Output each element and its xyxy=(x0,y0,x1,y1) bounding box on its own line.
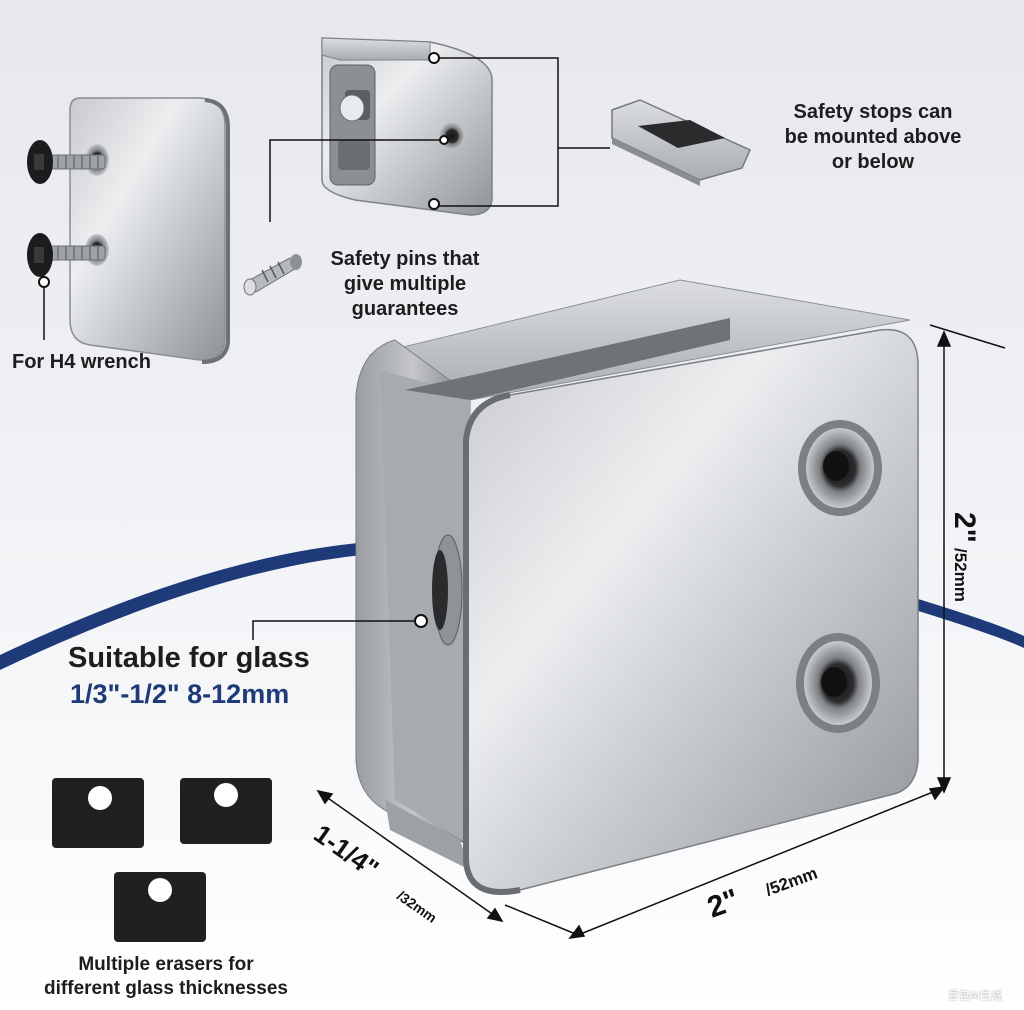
inner-bracket xyxy=(321,37,493,216)
safety-pins-line-1: Safety pins that xyxy=(330,248,480,270)
erasers-line-1: Multiple erasers for xyxy=(78,954,254,975)
glass-range: 1/3"-1/2" 8-12mm xyxy=(70,679,290,709)
height-dimension-label: 2" xyxy=(948,512,981,543)
watermark: 豆包AI生成 xyxy=(947,990,1003,1002)
screw-bottom xyxy=(27,233,106,277)
width-dimension-label: 2" xyxy=(703,883,743,925)
safety-stops-line-1: Safety stops can xyxy=(793,101,953,123)
erasers-line-2: different glass thicknesses xyxy=(44,977,288,999)
wrench-callout: For H4 wrench xyxy=(12,351,151,373)
gasket-3 xyxy=(114,872,206,942)
safety-pins-callout: Safety pins that give multiple guarantee… xyxy=(306,247,504,322)
dimension-depth-line xyxy=(316,789,504,923)
gasket-1 xyxy=(52,778,144,848)
dimension-height-line xyxy=(929,324,1006,794)
main-clamp xyxy=(355,279,919,895)
background-arc-right xyxy=(915,598,1024,648)
depth-dimension-sub: /32mm xyxy=(394,887,440,926)
gasket-2 xyxy=(180,778,272,844)
safety-stops-callout: Safety stops can be mounted above or bel… xyxy=(762,100,984,175)
screw-top xyxy=(27,140,106,184)
safety-stop xyxy=(611,99,751,186)
safety-stops-line-2: be mounted above xyxy=(784,126,962,148)
depth-dimension-label: 1-1/4" xyxy=(309,818,385,884)
safety-pin xyxy=(243,254,302,296)
safety-pins-line-3: guarantees xyxy=(351,298,459,320)
safety-stops-line-3: or below xyxy=(831,151,915,173)
erasers-callout: Multiple erasers for different glass thi… xyxy=(14,953,318,1001)
height-dimension-sub: /52mm xyxy=(951,548,970,602)
dimension-width-line xyxy=(504,786,946,939)
safety-pins-line-2: give multiple xyxy=(343,273,467,295)
cover-plate xyxy=(69,97,230,364)
width-dimension-sub: /52mm xyxy=(763,863,820,899)
glass-title: Suitable for glass xyxy=(68,642,310,674)
